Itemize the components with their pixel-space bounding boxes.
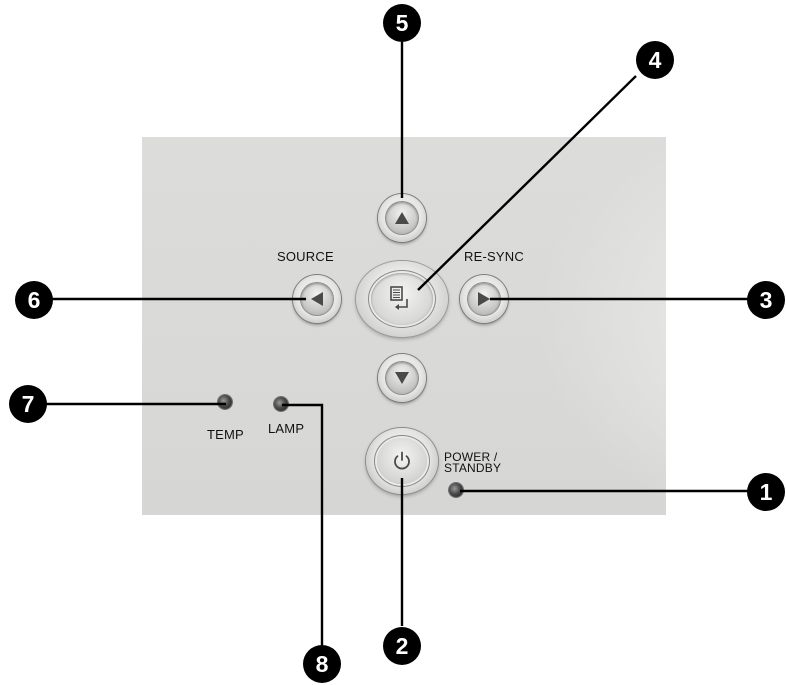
temp-label: TEMP — [207, 427, 244, 442]
arrow-right-icon — [478, 292, 490, 306]
callout-marker-1: 1 — [747, 473, 785, 511]
arrow-down-icon — [395, 372, 409, 384]
svg-text:8: 8 — [316, 651, 329, 677]
temp-led — [218, 395, 232, 409]
arrow-left-icon — [311, 292, 323, 306]
menu-enter-button[interactable] — [356, 261, 448, 337]
lamp-led — [274, 397, 288, 411]
callout-marker-3: 3 — [747, 281, 785, 319]
svg-text:1: 1 — [760, 479, 773, 505]
callout-marker-8: 8 — [303, 645, 341, 683]
svg-text:6: 6 — [28, 287, 41, 313]
up-button[interactable] — [378, 194, 426, 242]
menu-enter-icon — [390, 286, 408, 310]
svg-text:7: 7 — [22, 391, 35, 417]
power-icon — [394, 451, 410, 470]
callout-marker-2: 2 — [383, 627, 421, 665]
svg-text:5: 5 — [396, 10, 409, 36]
callout-marker-5: 5 — [383, 4, 421, 42]
arrow-up-icon — [395, 212, 409, 224]
power-standby-led — [449, 483, 463, 497]
svg-text:3: 3 — [760, 287, 773, 313]
callout-line-4 — [417, 75, 637, 291]
svg-text:4: 4 — [649, 47, 662, 73]
svg-text:2: 2 — [396, 633, 409, 659]
power-label-line2: STANDBY — [444, 461, 502, 475]
power-standby-label: POWER / STANDBY — [444, 450, 502, 475]
callout-line-8 — [282, 403, 324, 652]
source-label: SOURCE — [277, 249, 334, 264]
lamp-label: LAMP — [268, 421, 305, 436]
resync-label: RE-SYNC — [464, 249, 524, 264]
down-button[interactable] — [378, 354, 426, 402]
callout-marker-7: 7 — [9, 385, 47, 423]
power-label-line1: POWER / — [444, 450, 498, 464]
callout-marker-4: 4 — [636, 41, 674, 79]
callout-marker-6: 6 — [15, 281, 53, 319]
